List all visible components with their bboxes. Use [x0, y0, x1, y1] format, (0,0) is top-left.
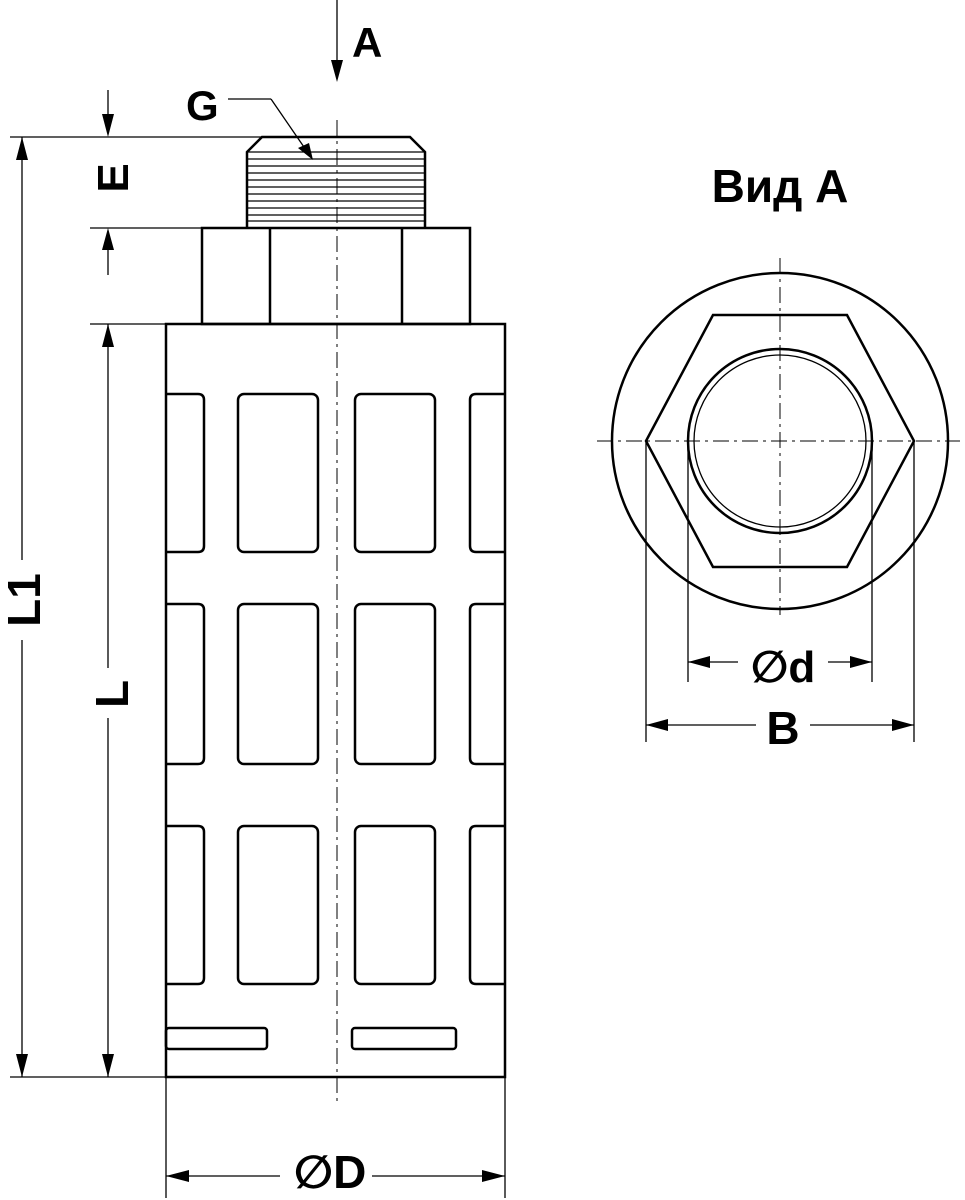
bore-diameter-label: ∅d: [751, 643, 816, 692]
thread-length-label: E: [89, 163, 138, 192]
dimension-bore-d: ∅d: [688, 643, 872, 692]
overall-length-label: L1: [0, 573, 50, 627]
dimension-hex-b: B: [646, 702, 914, 754]
thread-label: G: [186, 82, 219, 129]
view-direction-arrow: A: [331, 0, 382, 82]
perforated-body: [164, 322, 507, 1079]
dimension-e: E: [89, 90, 138, 275]
threaded-connector: [245, 135, 427, 228]
end-view-extension-lines: [645, 441, 915, 742]
view-title: Вид А: [712, 160, 849, 212]
dimension-l1: L1: [0, 137, 50, 1077]
hex-size-label: B: [766, 702, 799, 754]
view-arrow-label: A: [352, 19, 382, 66]
extension-lines: [10, 136, 506, 1198]
dimension-l: L: [86, 324, 138, 1077]
thread-leader: G: [186, 82, 313, 160]
body-diameter-label: ∅D: [294, 1146, 367, 1198]
body-length-label: L: [86, 680, 138, 708]
thread-lines: [247, 151, 425, 222]
hex-nut: [200, 226, 472, 326]
dimension-d: ∅D: [166, 1146, 505, 1198]
body-slots: [164, 392, 505, 1051]
end-view-a: Вид А ∅d B: [597, 160, 960, 754]
side-view: A G E: [0, 0, 507, 1198]
